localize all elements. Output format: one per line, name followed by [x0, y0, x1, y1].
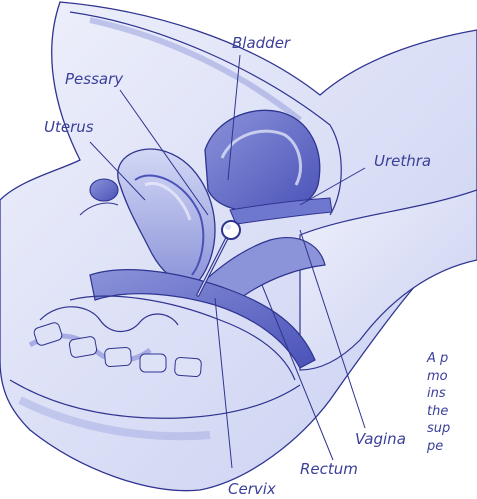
label-uterus: Uterus	[44, 120, 94, 135]
ovary-shape	[90, 179, 118, 201]
caption-line: mo	[427, 368, 477, 386]
label-rectum: Rectum	[300, 462, 358, 477]
label-vagina: Vagina	[355, 432, 406, 447]
caption-line: ins	[427, 385, 477, 403]
label-urethra: Urethra	[374, 154, 431, 169]
bladder-shape	[205, 110, 320, 212]
caption-line: pe	[427, 438, 477, 456]
caption-line: the	[427, 403, 477, 421]
caption-line: sup	[427, 420, 477, 438]
label-cervix: Cervix	[228, 482, 276, 497]
caption-line: A p	[427, 350, 477, 368]
caption-text: A p mo ins the sup pe	[427, 350, 477, 455]
label-bladder: Bladder	[232, 36, 290, 51]
label-pessary: Pessary	[65, 72, 123, 87]
